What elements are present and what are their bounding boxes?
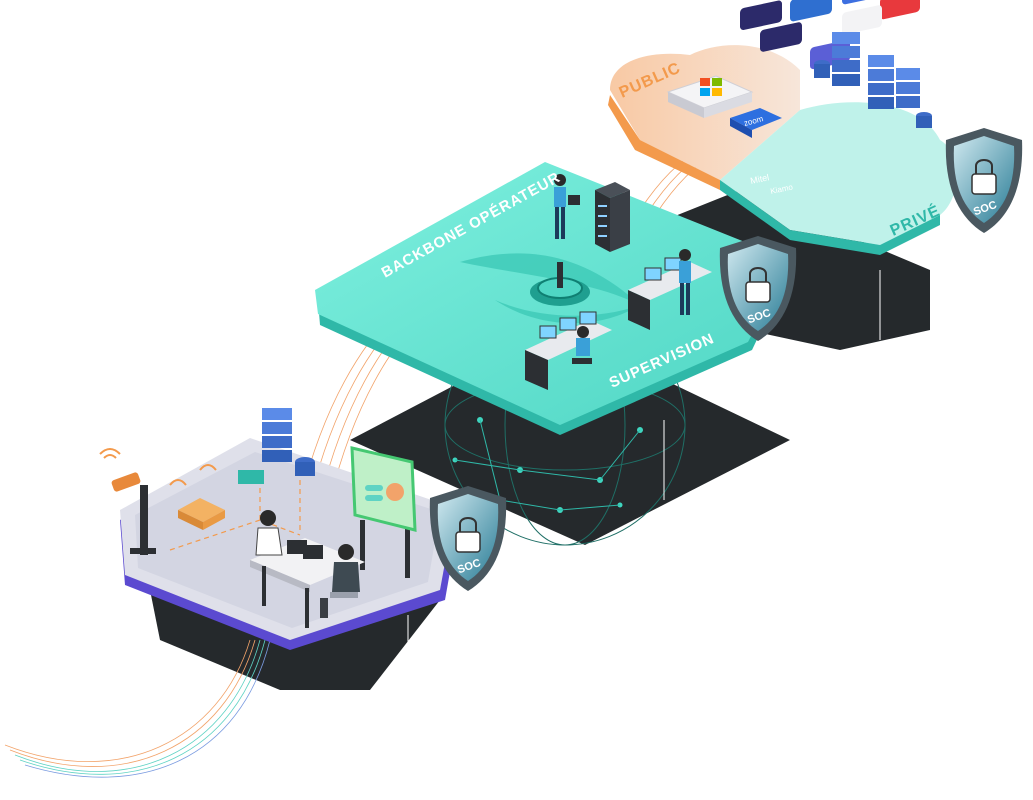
- soc-shield-cloud: SOC: [945, 128, 1023, 233]
- support-lines: [407, 270, 881, 660]
- cloud-server-stacks: [814, 32, 932, 128]
- zoom-tile: zoom: [730, 108, 782, 138]
- server-stack-icon: [238, 408, 315, 484]
- office-platform: [99, 408, 460, 650]
- microsoft-logo-tile: [666, 75, 754, 118]
- supervision-desk-right: [628, 249, 712, 330]
- supervision-desk-left: [525, 311, 612, 390]
- mitel-tile-label: Mitel: [749, 172, 770, 186]
- cloud-platform: zoom Mitel Kiamo: [608, 0, 957, 255]
- wifi-router-icon: [169, 464, 225, 530]
- camera-icon: [99, 448, 156, 555]
- server-rack-icon: [595, 182, 630, 252]
- soc-shield-office: SOC: [429, 486, 507, 591]
- office-desk-people: [250, 510, 365, 628]
- video-conference-board: [350, 446, 417, 578]
- technician-figure: [554, 174, 580, 239]
- soc-shield-backbone: SOC: [719, 236, 797, 341]
